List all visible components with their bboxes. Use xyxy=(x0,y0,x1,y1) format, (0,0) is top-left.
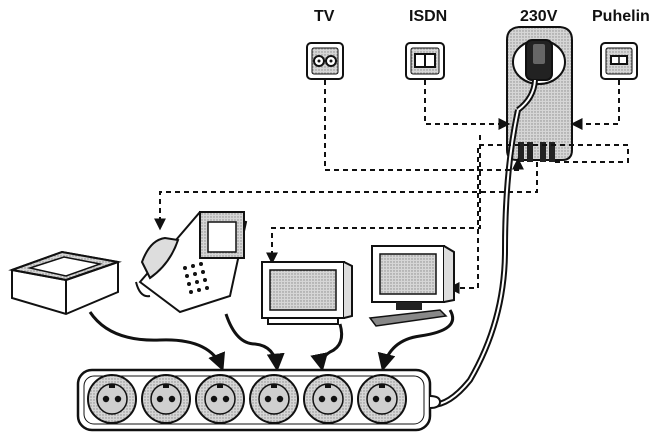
phone-label: Puhelin xyxy=(592,8,650,25)
power-socket xyxy=(87,374,137,424)
tv-wall-socket-icon xyxy=(306,42,344,80)
power-socket xyxy=(195,374,245,424)
isdn-wall-socket-icon xyxy=(405,42,445,80)
phone-wall-socket-icon xyxy=(600,42,638,80)
power-label: 230V xyxy=(520,8,558,25)
power-socket xyxy=(357,374,407,424)
surge-protector-plug-icon xyxy=(506,26,573,162)
power-socket xyxy=(141,374,191,424)
fax-machine-icon xyxy=(8,250,122,316)
power-socket xyxy=(303,374,353,424)
computer-icon xyxy=(368,245,455,327)
isdn-label: ISDN xyxy=(409,8,448,25)
signal-lines xyxy=(154,80,629,294)
crt-monitor-icon xyxy=(261,261,353,325)
power-socket xyxy=(249,374,299,424)
device-cables xyxy=(88,309,455,372)
telephone-icon xyxy=(135,210,248,314)
tv-label: TV xyxy=(314,8,335,25)
